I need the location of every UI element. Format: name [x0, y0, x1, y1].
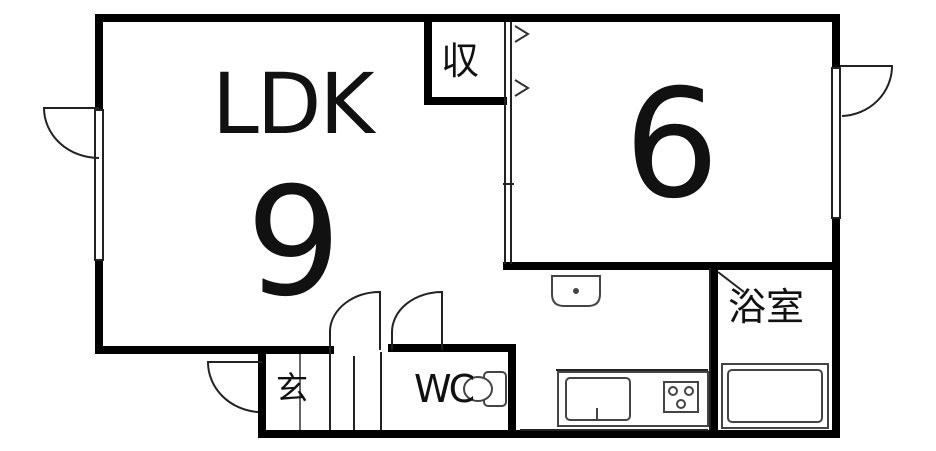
window-right: [831, 67, 841, 219]
ldk-size-number: 9: [246, 156, 342, 330]
door-swings: [42, 65, 894, 413]
bedroom-size-number: 6: [624, 58, 720, 232]
partitions: [329, 22, 711, 431]
toilet-label: WC: [414, 367, 475, 411]
storage-label: 収: [441, 39, 480, 83]
ldk-label: LDK: [212, 55, 375, 153]
kitchen-counter: [557, 371, 709, 427]
wash-basin: [551, 275, 601, 307]
entrance-label: 玄: [276, 369, 309, 407]
walls: [95, 14, 840, 438]
closet-door-marks: [514, 25, 530, 97]
toilet-fixture: [463, 371, 507, 407]
bathroom-label: 浴室: [728, 285, 805, 329]
bathtub: [721, 363, 829, 429]
window-left: [94, 109, 104, 261]
